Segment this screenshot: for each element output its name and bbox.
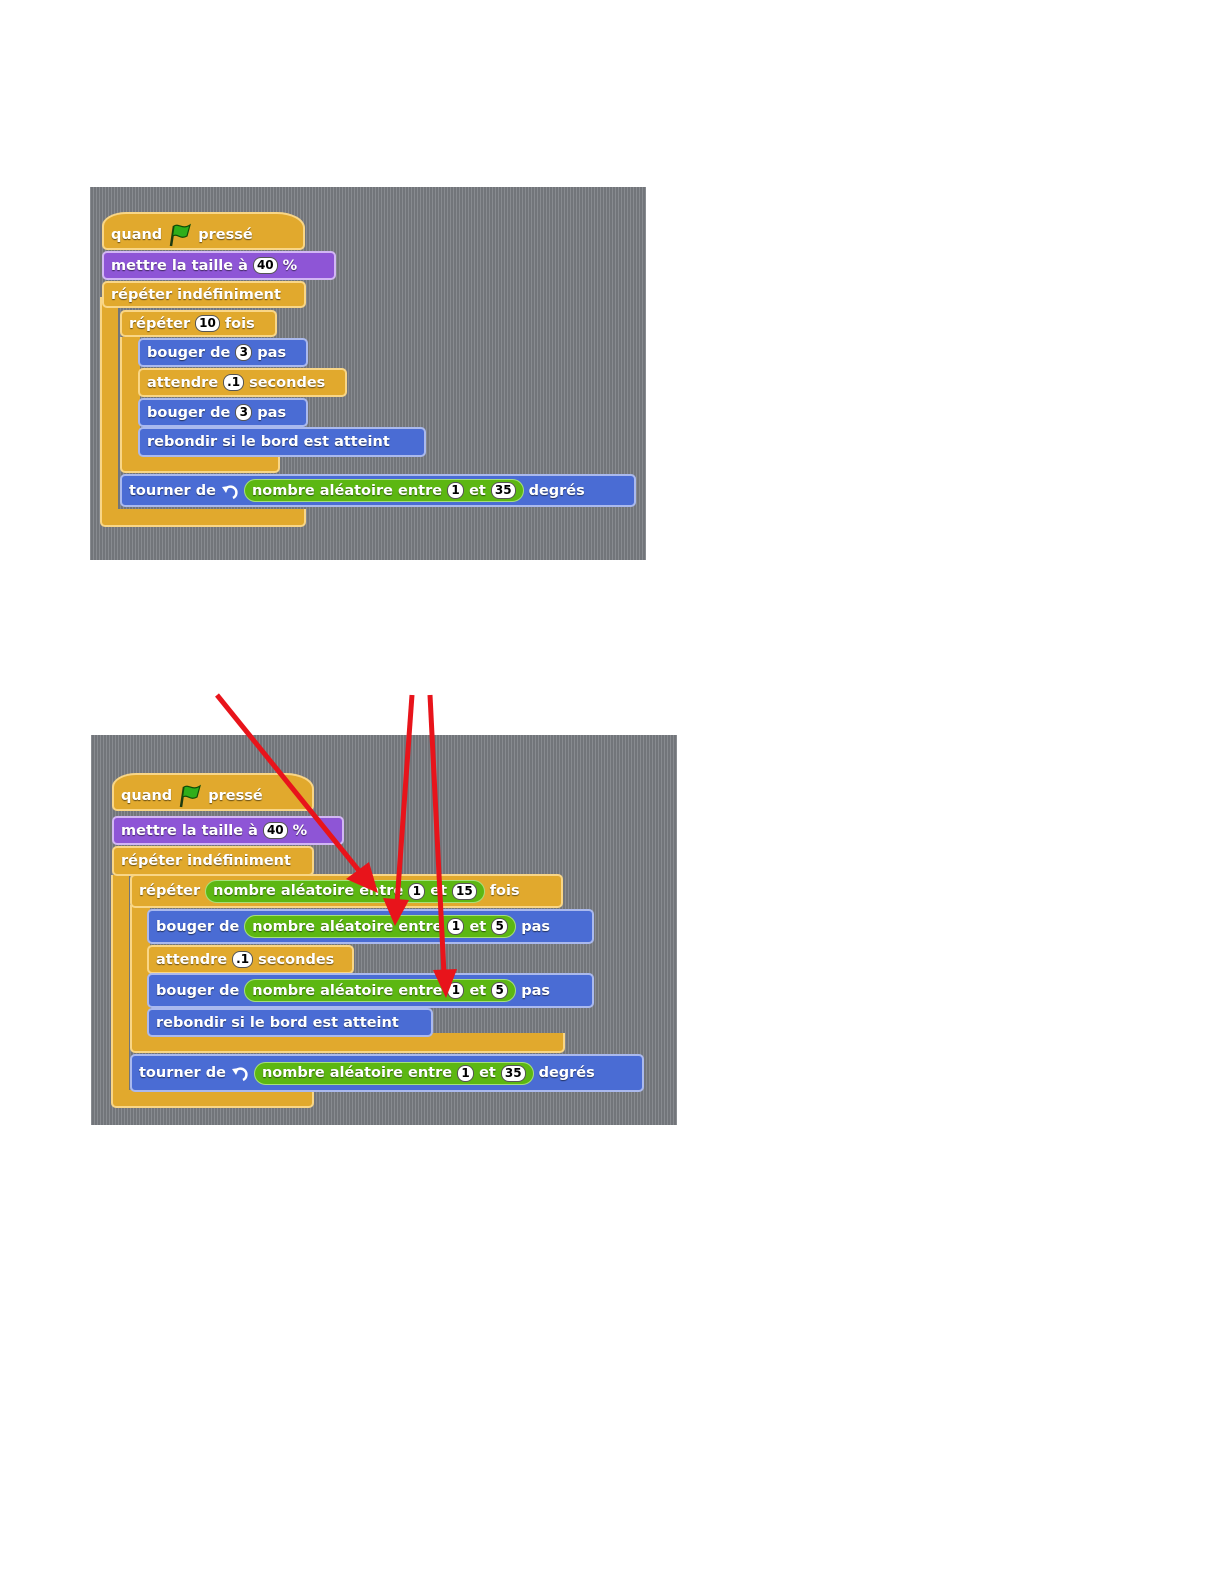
forever-c-foot [111, 1090, 314, 1108]
random-max-input[interactable]: 5 [491, 982, 509, 999]
random-label: nombre aléatoire entre [252, 982, 443, 999]
repeat-c-arm [130, 905, 150, 1040]
random-min-input[interactable]: 1 [447, 982, 465, 999]
size-input[interactable]: 40 [252, 257, 278, 274]
repeat-count-input[interactable]: 10 [195, 315, 220, 332]
bounce-label: rebondir si le bord est atteint [147, 434, 390, 450]
degrees-label: degrés [528, 482, 585, 499]
set-size-label: mettre la taille à [121, 822, 258, 839]
steps-label: pas [521, 918, 551, 935]
bounce-label: rebondir si le bord est atteint [156, 1014, 399, 1031]
and-label: et [479, 1065, 496, 1081]
set-size-block[interactable]: mettre la taille à 40 % [112, 816, 344, 845]
script-area-1: quand pressé mettre la taille à 40 % rép… [90, 187, 646, 560]
turn-label: tourner de [139, 1065, 226, 1081]
percent-label: % [282, 257, 298, 274]
when-flag-clicked-block[interactable]: quand pressé [112, 773, 314, 811]
repeat-block[interactable]: répéter nombre aléatoire entre 1 et 15 f… [130, 874, 563, 908]
pressed-label: pressé [208, 788, 263, 804]
wait-label: attendre [147, 374, 219, 391]
percent-label: % [292, 822, 308, 839]
random-number-reporter[interactable]: nombre aléatoire entre 1 et 5 [244, 979, 517, 1002]
rotate-left-icon [231, 1063, 249, 1083]
forever-c-arm [111, 875, 129, 1100]
rotate-left-icon [221, 481, 239, 501]
green-flag-icon [167, 223, 193, 247]
move-label: bouger de [147, 404, 231, 421]
move-steps-block[interactable]: bouger de 3 pas [138, 398, 308, 427]
random-min-input[interactable]: 1 [447, 482, 465, 499]
wait-block[interactable]: attendre .1 secondes [138, 368, 347, 397]
seconds-label: secondes [258, 951, 335, 968]
wait-seconds-input[interactable]: .1 [223, 374, 245, 391]
random-label: nombre aléatoire entre [252, 918, 443, 935]
random-number-reporter[interactable]: nombre aléatoire entre 1 et 15 [205, 879, 485, 903]
random-label: nombre aléatoire entre [261, 1065, 453, 1081]
repeat-c-foot [120, 455, 280, 473]
move-label: bouger de [156, 918, 240, 935]
random-min-input[interactable]: 1 [457, 1064, 475, 1082]
degrees-label: degrés [538, 1065, 595, 1081]
when-label: quand [111, 227, 163, 243]
random-max-input[interactable]: 15 [452, 882, 477, 900]
move-steps-input[interactable]: 3 [235, 344, 253, 361]
random-number-reporter[interactable]: nombre aléatoire entre 1 et 35 [253, 1061, 534, 1085]
turn-block[interactable]: tourner de nombre aléatoire entre 1 et 3… [120, 474, 636, 507]
steps-label: pas [521, 982, 551, 999]
pressed-label: pressé [198, 227, 253, 243]
turn-label: tourner de [129, 482, 216, 499]
set-size-label: mettre la taille à [111, 257, 248, 274]
move-steps-block[interactable]: bouger de nombre aléatoire entre 1 et 5 … [147, 973, 594, 1008]
repeat-label: répéter [139, 883, 201, 899]
move-steps-block[interactable]: bouger de nombre aléatoire entre 1 et 5 … [147, 909, 594, 944]
forever-c-arm [100, 297, 118, 519]
random-label: nombre aléatoire entre [251, 482, 443, 499]
forever-block[interactable]: répéter indéfiniment [112, 846, 314, 876]
forever-label: répéter indéfiniment [111, 286, 281, 303]
random-min-input[interactable]: 1 [408, 882, 426, 900]
steps-label: pas [257, 404, 287, 421]
bounce-block[interactable]: rebondir si le bord est atteint [138, 427, 426, 457]
wait-label: attendre [156, 951, 228, 968]
forever-block[interactable]: répéter indéfiniment [102, 281, 306, 308]
forever-c-foot [100, 509, 306, 527]
repeat-c-foot [130, 1033, 565, 1053]
move-steps-input[interactable]: 3 [235, 404, 253, 421]
size-input[interactable]: 40 [262, 822, 288, 839]
turn-block[interactable]: tourner de nombre aléatoire entre 1 et 3… [130, 1054, 644, 1092]
random-max-input[interactable]: 35 [490, 482, 516, 499]
times-label: fois [224, 315, 255, 332]
and-label: et [469, 982, 487, 999]
random-max-input[interactable]: 5 [491, 918, 509, 935]
when-flag-clicked-block[interactable]: quand pressé [102, 212, 305, 250]
move-label: bouger de [156, 982, 240, 999]
script-area-2: quand pressé mettre la taille à 40 % rép… [91, 735, 677, 1125]
set-size-block[interactable]: mettre la taille à 40 % [102, 251, 336, 280]
green-flag-icon [177, 784, 203, 808]
and-label: et [469, 482, 486, 499]
wait-block[interactable]: attendre .1 secondes [147, 945, 354, 974]
repeat-c-arm [120, 337, 140, 462]
forever-label: répéter indéfiniment [121, 853, 291, 869]
random-number-reporter[interactable]: nombre aléatoire entre 1 et 35 [243, 479, 524, 502]
and-label: et [469, 918, 487, 935]
seconds-label: secondes [249, 374, 326, 391]
steps-label: pas [257, 344, 287, 361]
and-label: et [430, 883, 448, 899]
move-steps-block[interactable]: bouger de 3 pas [138, 338, 308, 367]
random-max-input[interactable]: 35 [500, 1064, 526, 1082]
when-label: quand [121, 788, 173, 804]
times-label: fois [489, 883, 520, 899]
move-label: bouger de [147, 344, 231, 361]
random-min-input[interactable]: 1 [447, 918, 465, 935]
bounce-block[interactable]: rebondir si le bord est atteint [147, 1008, 433, 1037]
random-label: nombre aléatoire entre [213, 883, 404, 899]
wait-seconds-input[interactable]: .1 [232, 951, 254, 968]
random-number-reporter[interactable]: nombre aléatoire entre 1 et 5 [244, 915, 517, 938]
repeat-label: répéter [129, 315, 191, 332]
repeat-block[interactable]: répéter 10 fois [120, 310, 277, 337]
